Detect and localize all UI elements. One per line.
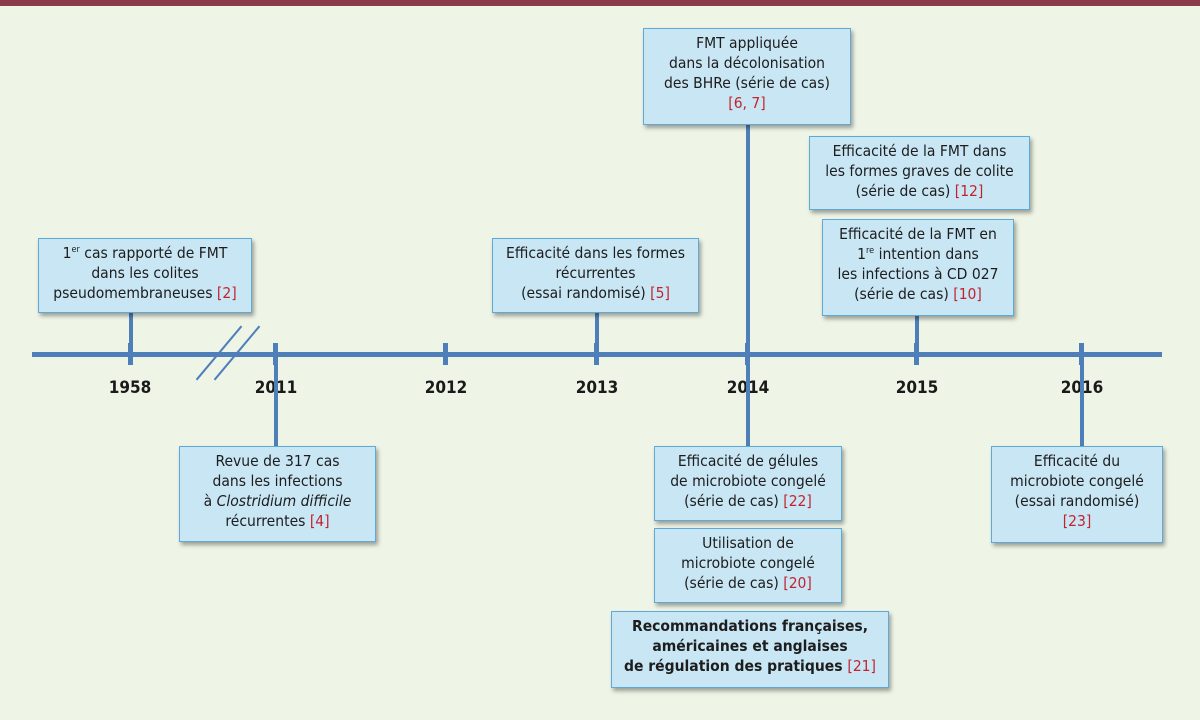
stem-2016 (1080, 356, 1084, 448)
event-text: 1 (857, 245, 867, 263)
event-text: microbiote congelé (681, 554, 815, 572)
event-line: pseudomembraneuses [2] (45, 283, 245, 303)
event-text: dans les colites (91, 264, 199, 282)
event-text: Efficacité dans les formes (506, 244, 685, 262)
event-box-2015-severe: Efficacité de la FMT dans les formes gra… (809, 136, 1030, 210)
event-line: récurrentes [4] (186, 511, 369, 531)
event-text: Efficacité du (1033, 452, 1121, 470)
event-superscript: re (866, 245, 875, 256)
reference-citation: [5] (650, 284, 670, 302)
event-line: (essai randomisé) [5] (499, 283, 692, 303)
reference-citation: [23] (1062, 512, 1092, 530)
event-text: (série de cas) (684, 574, 779, 592)
event-text: pseudomembraneuses (53, 284, 213, 302)
tick-2011 (273, 343, 278, 365)
event-box-1958: 1er cas rapporté de FMT dans les colites… (38, 238, 252, 313)
year-label-2015: 2015 (895, 378, 939, 398)
species-name: Clostridium difficile (216, 492, 352, 510)
event-line: 1er cas rapporté de FMT (45, 243, 245, 263)
event-box-2014-guidelines: Recommandations françaises, américaines … (611, 611, 889, 688)
year-label-1958: 1958 (108, 378, 152, 398)
reference-citation: [6, 7] (728, 94, 766, 112)
top-bar (0, 0, 1200, 6)
event-text: les infections à CD 027 (837, 265, 999, 283)
event-text: à (203, 492, 217, 510)
event-line: (série de cas) [22] (661, 491, 835, 511)
event-line: (série de cas) [10] (829, 284, 1007, 304)
event-text: Revue de 317 cas (215, 452, 340, 470)
event-superscript: er (71, 244, 80, 255)
reference-citation: [10] (953, 285, 982, 303)
event-box-2015-first-line: Efficacité de la FMT en 1re intention da… (822, 219, 1014, 316)
tick-2015 (914, 343, 919, 365)
event-text: (série de cas) (855, 182, 951, 200)
stem-2011 (274, 356, 278, 448)
event-text: (série de cas) (854, 285, 949, 303)
event-text: les formes graves de colite (825, 162, 1014, 180)
year-label-2012: 2012 (424, 378, 468, 398)
event-text: (série de cas) (684, 492, 779, 510)
event-text: dans les infections (212, 472, 343, 490)
event-line: à Clostridium difficile (186, 491, 369, 511)
event-text: (essai randomisé) (1014, 492, 1140, 510)
event-text: (essai randomisé) (521, 284, 646, 302)
event-text: Recommandations françaises, (631, 617, 869, 635)
event-line: de régulation des pratiques [21] (618, 656, 882, 676)
event-box-2011: Revue de 317 cas dans les infections à C… (179, 446, 376, 542)
event-text: Utilisation de (702, 534, 794, 552)
event-box-2014-capsules: Efficacité de gélules de microbiote cong… (654, 446, 842, 521)
event-box-2014-top: FMT appliquée dans la décolonisation des… (643, 28, 851, 125)
event-text: cas rapporté de FMT (79, 244, 228, 262)
event-box-2014-frozen: Utilisation de microbiote congelé (série… (654, 528, 842, 603)
event-text: récurrentes (225, 512, 306, 530)
stem-2013 (595, 312, 599, 354)
tick-2013 (594, 343, 599, 365)
stem-2014-bottom (746, 356, 750, 448)
event-box-2013: Efficacité dans les formes récurrentes (… (492, 238, 699, 313)
event-text: de régulation des pratiques (623, 657, 843, 675)
event-text: FMT appliquée (696, 34, 798, 52)
event-text: récurrentes (555, 264, 636, 282)
year-label-2013: 2013 (575, 378, 619, 398)
event-line: 1re intention dans (829, 244, 1007, 264)
event-box-2016: Efficacité du microbiote congelé (essai … (991, 446, 1163, 543)
tick-1958 (128, 343, 133, 365)
reference-citation: [22] (783, 492, 812, 510)
event-text: intention dans (874, 245, 979, 263)
reference-citation: [4] (309, 512, 330, 530)
event-text: 1 (62, 244, 72, 262)
event-text: Efficacité de la FMT dans (832, 142, 1007, 160)
event-text: microbiote congelé (1010, 472, 1144, 490)
event-line: (série de cas) [12] (816, 181, 1023, 201)
reference-citation: [12] (954, 182, 984, 200)
stem-2014-top (746, 124, 750, 354)
reference-citation: [21] (847, 657, 876, 675)
event-text: Efficacité de gélules (677, 452, 819, 470)
event-text: de microbiote congelé (670, 472, 826, 490)
event-text: dans la décolonisation (668, 54, 826, 72)
reference-citation: [20] (783, 574, 812, 592)
stem-1958 (129, 312, 133, 354)
event-text: Efficacité de la FMT en (839, 225, 997, 243)
event-text: des BHRe (série de cas) (664, 74, 830, 92)
tick-2016 (1079, 343, 1084, 365)
tick-2014 (745, 343, 750, 365)
tick-2012 (443, 343, 448, 365)
reference-citation: [2] (216, 284, 237, 302)
event-line: (série de cas) [20] (661, 573, 835, 593)
event-text: américaines et anglaises (652, 637, 848, 655)
stem-2015 (915, 316, 919, 354)
